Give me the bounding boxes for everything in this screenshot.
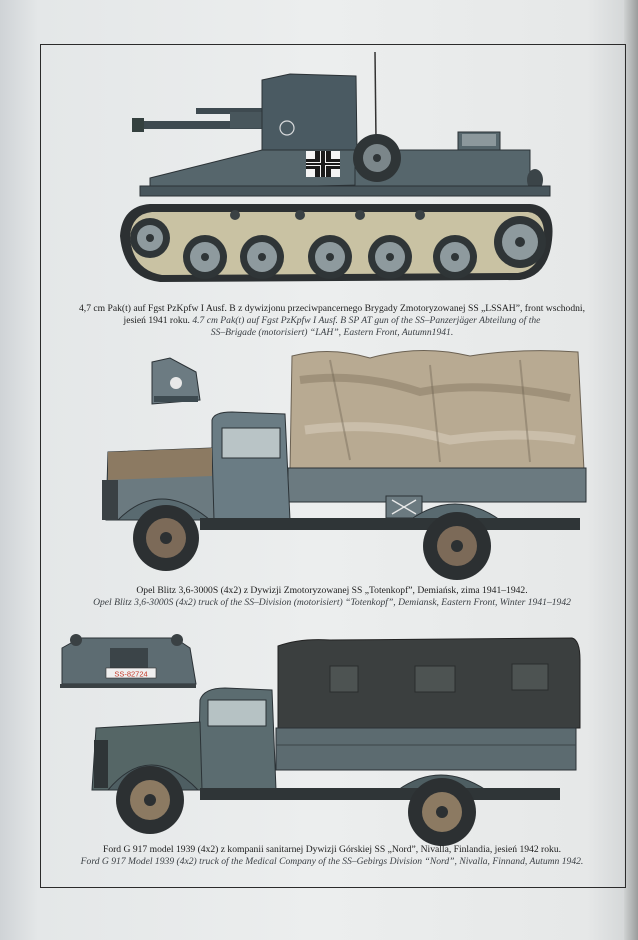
book-spine-shadow	[624, 0, 638, 940]
ford-g917-illustration: SS-82724	[60, 634, 581, 846]
plate1-caption-en-b: SS–Brigade (motorisiert) “LAH”, Eastern …	[210, 327, 454, 338]
plate1-caption-pl-a: 4,7 cm Pak(t) auf Fgst PzKpfw I Ausf. B …	[79, 303, 585, 314]
plate3-caption-pl: Ford G 917 model 1939 (4x2) z kompanii s…	[102, 844, 562, 855]
plate1-caption-en-a: 4.7 cm Pak(t) auf Fgst PzKpfw I Ausf. B …	[192, 315, 541, 326]
license-plate-text: SS-82724	[114, 670, 147, 679]
plate1-caption-pl-b: jesień 1941 roku.	[123, 315, 190, 326]
plate3-caption-en: Ford G 917 Model 1939 (4x2) truck of the…	[80, 856, 584, 867]
plate-panzerjaeger: 4,7 cm Pak(t) auf Fgst PzKpfw I Ausf. B …	[0, 0, 638, 350]
plate2-caption-en: Opel Blitz 3,6-3000S (4x2) truck of the …	[93, 597, 571, 608]
plate-ford-g917: SS-82724	[60, 634, 584, 867]
plate2-caption-pl: Opel Blitz 3,6-3000S (4x2) z Dywizji Zmo…	[136, 585, 528, 596]
illustration-frame	[40, 44, 626, 888]
opel-blitz-illustration	[102, 349, 587, 580]
panzerjaeger-illustration	[120, 51, 553, 282]
plate-opel-blitz: Opel Blitz 3,6-3000S (4x2) z Dywizji Zmo…	[93, 349, 587, 608]
